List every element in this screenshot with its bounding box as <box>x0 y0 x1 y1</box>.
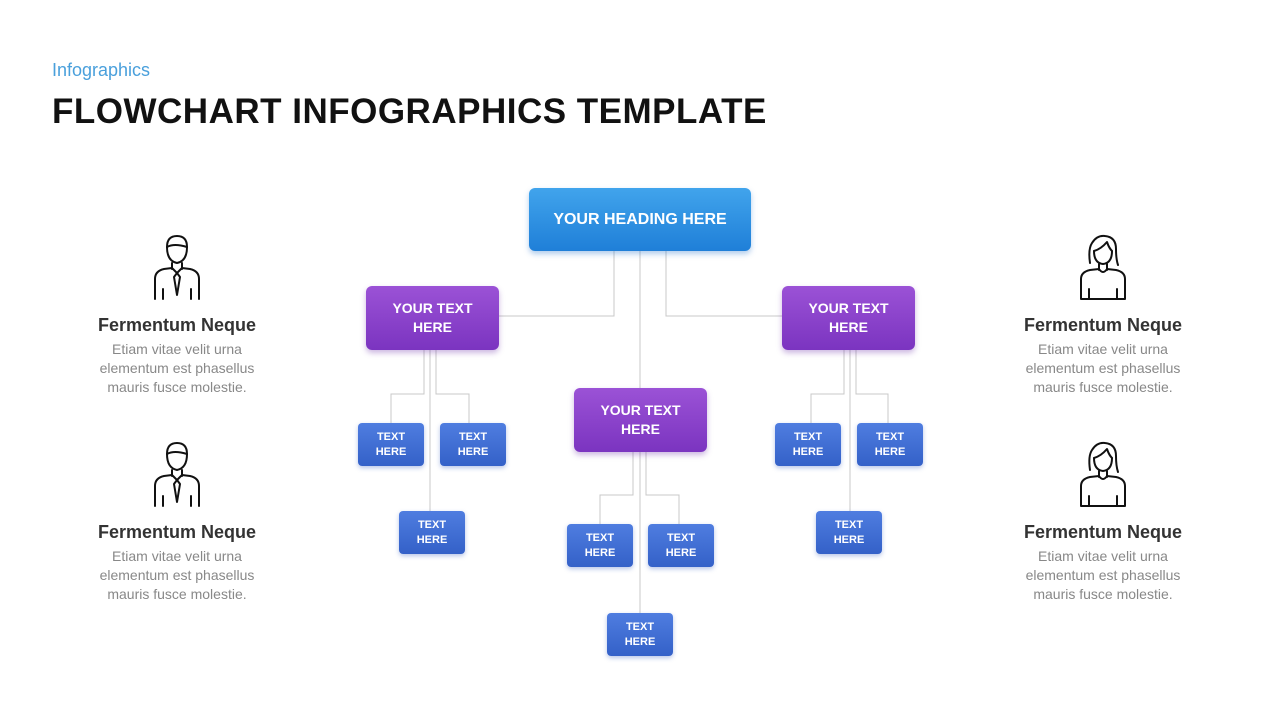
profile-description: Etiam vitae velit urna elementum est pha… <box>99 548 255 602</box>
heading-box: YOUR HEADING HERE <box>529 188 751 251</box>
man-icon <box>154 235 200 300</box>
leaf-box: TEXT HERE <box>358 423 424 466</box>
center-branch-box: YOUR TEXT HERE <box>574 388 707 452</box>
profile-name: Fermentum Neque <box>97 315 257 335</box>
profile-description: Etiam vitae velit urna elementum est pha… <box>99 341 255 395</box>
left-branch-box: YOUR TEXT HERE <box>366 286 499 350</box>
leaf-box: TEXT HERE <box>816 511 882 554</box>
leaf-box: TEXT HERE <box>648 524 714 567</box>
section-label: Infographics <box>52 60 151 80</box>
woman-icon <box>1080 441 1126 507</box>
leaf-box: TEXT HERE <box>440 423 506 466</box>
page-title: FLOWCHART INFOGRAPHICS TEMPLATE <box>52 92 767 131</box>
leaf-box: TEXT HERE <box>567 524 633 567</box>
profile-name: Fermentum Neque <box>1023 522 1183 542</box>
leaf-box: TEXT HERE <box>607 613 673 656</box>
man-icon <box>154 442 200 507</box>
profile-name: Fermentum Neque <box>97 522 257 542</box>
profile-description: Etiam vitae velit urna elementum est pha… <box>1025 548 1181 602</box>
profile-description: Etiam vitae velit urna elementum est pha… <box>1025 341 1181 395</box>
leaf-box: TEXT HERE <box>399 511 465 554</box>
leaf-box: TEXT HERE <box>775 423 841 466</box>
woman-icon <box>1080 234 1126 300</box>
profile-name: Fermentum Neque <box>1023 315 1183 335</box>
leaf-box: TEXT HERE <box>857 423 923 466</box>
right-branch-box: YOUR TEXT HERE <box>782 286 915 350</box>
